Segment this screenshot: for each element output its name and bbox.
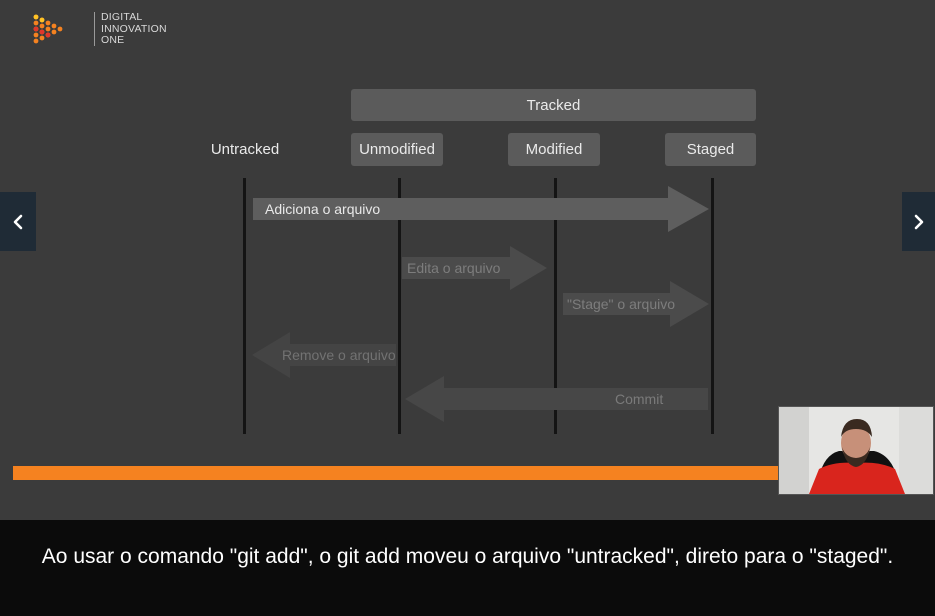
presenter-webcam [778,406,934,495]
state-unmodified: Unmodified [351,133,443,166]
logo-line: ONE [101,34,125,46]
lifeline-unmodified [398,178,401,434]
lifeline-untracked [243,178,246,434]
arrow-edit [402,246,547,290]
lifeline-staged [711,178,714,434]
arrow-label-remove: Remove o arquivo [282,347,396,363]
state-untracked: Untracked [210,141,280,158]
arrow-remove [252,332,396,378]
logo: DIGITAL INNOVATION ONE [30,10,167,50]
next-slide-button[interactable] [902,192,935,251]
arrow-label-commit: Commit [615,391,664,407]
previous-slide-button[interactable] [0,192,36,251]
arrow-label-edit: Edita o arquivo [407,260,501,276]
arrow-stage [563,281,709,327]
arrow-label-stage: "Stage" o arquivo [567,296,676,312]
state-staged: Staged [665,133,756,166]
presenter-image [779,407,933,494]
logo-line: INNOVATION [101,22,167,35]
subtitle-bar: Ao usar o comando "git add", o git add m… [0,520,935,616]
arrow-commit [405,376,708,422]
arrow-label-add: Adiciona o arquivo [265,201,381,217]
state-modified: Modified [508,133,600,166]
subtitle-text: Ao usar o comando "git add", o git add m… [41,545,894,568]
logo-divider [94,12,95,46]
chevron-right-icon [914,214,923,229]
video-progress-bar[interactable] [13,466,783,480]
arrow-add [253,186,709,232]
slide-area: DIGITAL INNOVATION ONE Tracked Untracked… [0,0,935,520]
arrow-layer [252,186,709,422]
logo-mark-icon [33,14,63,44]
logo-line: DIGITAL [101,11,143,23]
tracked-group-label: Tracked [351,89,756,121]
lifeline-modified [554,178,557,434]
logo-wordmark: DIGITAL INNOVATION ONE [101,11,167,47]
chevron-left-icon [13,214,23,229]
